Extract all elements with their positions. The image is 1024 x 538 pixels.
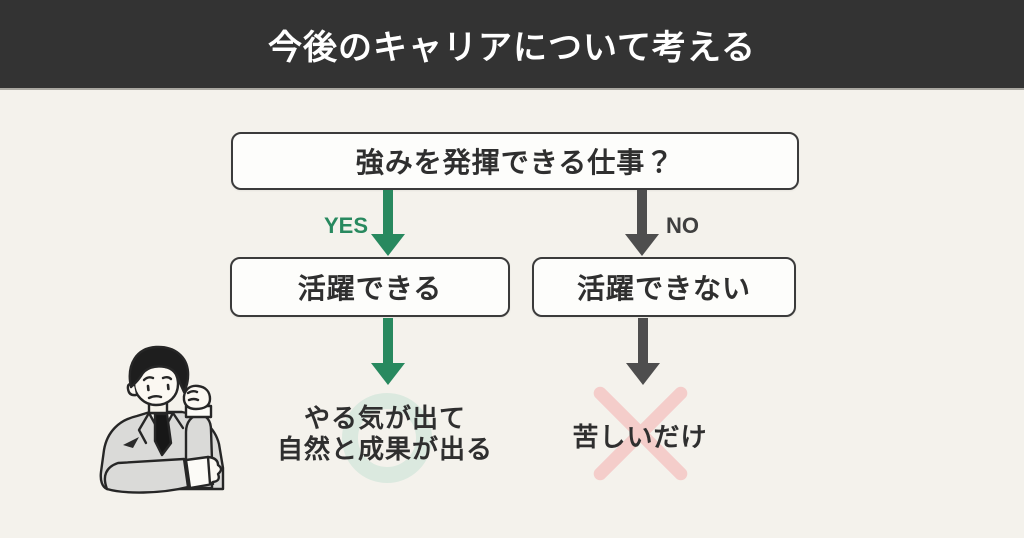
- yes-node-text: 活躍できる: [297, 273, 443, 304]
- arrow-shaft: [638, 318, 648, 363]
- page-title: 今後のキャリアについて考える: [268, 28, 756, 67]
- yes-label: YES: [323, 213, 368, 238]
- no-node: 活躍できない: [532, 257, 796, 317]
- yes-outcome-line1: やる気が出て: [303, 403, 466, 433]
- yes-outcome-text: やる気が出て 自然と成果が出る: [255, 403, 515, 465]
- arrow-head: [371, 234, 405, 256]
- no-node-text: 活躍できない: [576, 273, 751, 304]
- title-bar: 今後のキャリアについて考える: [0, 0, 1024, 88]
- no-outcome-text: 苦しいだけ: [540, 423, 740, 451]
- question-text: 強みを発揮できる仕事？: [355, 147, 675, 178]
- yes-node: 活躍できる: [230, 257, 510, 317]
- thinking-person-illustration: [99, 345, 225, 494]
- arrow-head: [625, 234, 659, 256]
- no-label: NO: [666, 213, 699, 238]
- arrow-head: [626, 363, 660, 385]
- arrow-shaft: [637, 190, 647, 234]
- yes-outcome-line2: 自然と成果が出る: [276, 434, 493, 464]
- arrow-shaft: [383, 190, 393, 234]
- arrow-shaft: [383, 318, 393, 363]
- no-outcome-line1: 苦しいだけ: [572, 422, 708, 452]
- arrow-head: [371, 363, 405, 385]
- question-node: 強みを発揮できる仕事？: [231, 132, 799, 190]
